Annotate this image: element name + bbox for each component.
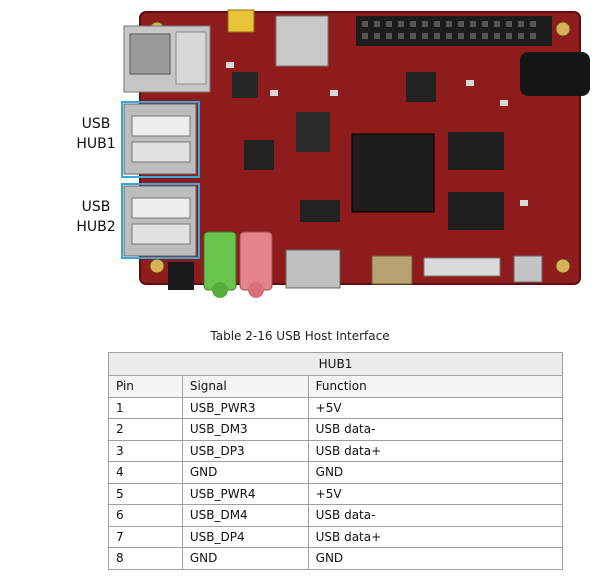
usb-hub2-label: USB HUB2 — [66, 197, 126, 237]
signal-cell: GND — [181, 461, 309, 484]
signal-cell: USB_DM4 — [181, 504, 309, 527]
usb-hub1-label-line2: HUB1 — [76, 136, 116, 152]
signal-cell: USB_PWR3 — [181, 396, 309, 419]
signal-cell: USB_DM3 — [181, 418, 309, 441]
table-row: 8 GND GND — [108, 547, 564, 570]
pin-cell: 1 — [108, 396, 183, 419]
function-cell: GND — [307, 547, 564, 570]
table-row: 4 GND GND — [108, 461, 564, 484]
signal-cell: USB_DP4 — [181, 525, 309, 548]
pin-cell: 3 — [108, 439, 183, 462]
usb-hub1-label-line1: USB — [81, 116, 111, 132]
pin-cell: 7 — [108, 525, 183, 548]
table-caption: Table 2-16 USB Host Interface — [210, 329, 390, 343]
group-header: HUB1 — [108, 352, 563, 376]
column-header-pin: Pin — [108, 375, 183, 398]
processor-chip — [351, 133, 435, 213]
table-row: 5 USB_PWR4 +5V — [108, 482, 564, 505]
table-row: 7 USB_DP4 USB data+ — [108, 525, 564, 548]
signal-cell: USB_PWR4 — [181, 482, 309, 505]
table-row: 3 USB_DP3 USB data+ — [108, 439, 564, 462]
pin-cell: 6 — [108, 504, 183, 527]
gpio-header — [356, 16, 552, 46]
function-cell: USB data+ — [307, 439, 564, 462]
usb-hub1-label: USB HUB1 — [66, 114, 126, 154]
usb-hub1-highlight — [121, 101, 200, 178]
usb-hub1-port — [123, 103, 197, 175]
column-header-signal: Signal — [181, 375, 309, 398]
usb-hub2-label-line2: HUB2 — [76, 219, 116, 235]
function-cell: USB data- — [307, 504, 564, 527]
usb-hub2-label-line1: USB — [81, 199, 111, 215]
signal-cell: GND — [181, 547, 309, 570]
column-header-function: Function — [307, 375, 564, 398]
group-header-row: HUB1 — [108, 352, 563, 376]
function-cell: USB data+ — [307, 525, 564, 548]
usb-hub2-highlight — [121, 183, 200, 259]
function-cell: +5V — [307, 396, 564, 419]
pin-cell: 8 — [108, 547, 183, 570]
table-row: 2 USB_DM3 USB data- — [108, 418, 564, 441]
board-image — [123, 9, 590, 298]
usb-host-table: HUB1 Pin Signal Function 1 USB_PWR3 +5V … — [108, 352, 564, 570]
function-cell: GND — [307, 461, 564, 484]
function-cell: +5V — [307, 482, 564, 505]
column-header-row: Pin Signal Function — [108, 375, 564, 398]
signal-cell: USB_DP3 — [181, 439, 309, 462]
function-cell: USB data- — [307, 418, 564, 441]
usb-hub2-port — [123, 185, 197, 257]
table-row: 1 USB_PWR3 +5V — [108, 396, 564, 419]
pin-cell: 5 — [108, 482, 183, 505]
board-figure: USB HUB1 USB HUB2 — [66, 9, 590, 298]
table-row: 6 USB_DM4 USB data- — [108, 504, 564, 527]
pin-cell: 2 — [108, 418, 183, 441]
pin-cell: 4 — [108, 461, 183, 484]
usb-host-table-wrap: HUB1 Pin Signal Function 1 USB_PWR3 +5V … — [108, 352, 564, 570]
